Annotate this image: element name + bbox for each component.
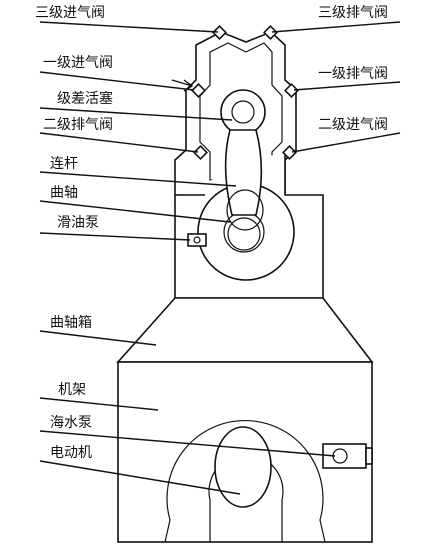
label-second-intake: 二级进气阀 [318,117,388,133]
label-electric-motor: 电动机 [50,445,92,461]
leader-electric-motor [39,460,241,495]
leader-second-exhaust [39,132,199,153]
leader-crankcase [39,330,157,346]
connecting-rod [224,129,263,216]
rod-big-end [226,189,264,231]
leader-frame [39,397,159,411]
leader-second-intake [291,132,401,153]
leader-stepped-piston [39,107,233,121]
leader-first-intake [39,71,195,91]
oil-pump-fitting [187,233,207,247]
label-crankshaft: 曲轴 [50,185,78,201]
valve-third-intake [212,25,227,40]
oil-pump-dot [193,236,201,244]
label-connecting-rod: 连杆 [50,156,78,172]
piston-pin-inner [231,100,255,124]
valve-first-exhaust [284,83,299,98]
label-first-exhaust: 一级排气阀 [318,66,388,82]
crankcase-body [116,297,374,363]
label-frame: 机架 [58,382,86,398]
valve-first-intake [191,83,206,98]
leader-first-exhaust [293,81,401,91]
label-third-intake: 三级进气阀 [35,5,105,21]
piston-pin-outer [220,89,266,135]
label-oil-pump: 滑油泵 [57,214,99,231]
label-seawater-pump: 海水泵 [50,415,92,431]
motor-rotor [214,426,272,508]
leader-crankshaft [39,200,231,223]
leader-first-intake-arrow [171,79,194,92]
valve-third-exhaust [263,25,278,40]
valve-second-exhaust [193,145,208,160]
crank-journal-inner [227,217,261,251]
leader-connecting-rod [39,171,237,187]
valve-second-intake [282,145,297,160]
leader-third-intake [39,21,219,33]
leader-oil-pump [39,232,191,241]
cylinder-inner-wall [199,42,283,181]
leader-seawater-pump [39,430,336,457]
label-first-intake: 一级进气阀 [43,55,113,71]
leader-third-exhaust [271,21,401,33]
seawater-pump-cap [365,447,373,465]
label-stepped-piston: 级差活塞 [57,90,113,107]
label-second-exhaust: 二级排气阀 [43,117,113,133]
label-third-exhaust: 三级排气阀 [318,5,388,21]
label-crankcase: 曲轴箱 [50,315,92,331]
